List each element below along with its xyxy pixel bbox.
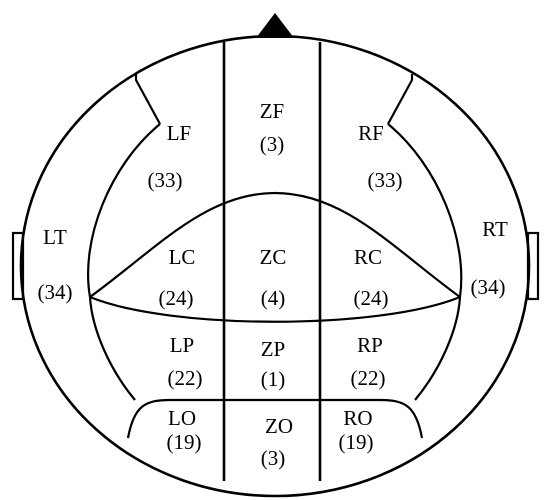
region-label-rp: RP xyxy=(357,333,383,357)
right-parietal-side-boundary xyxy=(414,296,462,401)
region-label-lc: LC xyxy=(169,245,196,269)
left-parietal-side-boundary xyxy=(88,296,136,401)
region-count-zc: (4) xyxy=(261,286,286,310)
region-count-lo: (19) xyxy=(167,430,202,454)
region-count-rt: (34) xyxy=(471,275,506,299)
right-temporal-boundary xyxy=(387,123,463,298)
region-count-lc: (24) xyxy=(159,286,194,310)
nose-marker xyxy=(256,13,294,38)
region-count-lt: (34) xyxy=(38,280,73,304)
left-frontal-boundary xyxy=(134,74,161,125)
region-count-rp: (22) xyxy=(351,366,386,390)
region-label-ro: RO xyxy=(343,406,372,430)
region-count-rf: (33) xyxy=(368,168,403,192)
central-parietal-boundary xyxy=(89,295,461,323)
region-count-zo: (3) xyxy=(261,446,286,470)
region-label-rc: RC xyxy=(354,245,382,269)
region-label-zo: ZO xyxy=(265,414,293,438)
region-label-lf: LF xyxy=(167,121,192,145)
region-count-ro: (19) xyxy=(339,430,374,454)
region-count-rc: (24) xyxy=(354,286,389,310)
right-ear xyxy=(526,231,540,301)
left-ear xyxy=(11,231,25,301)
region-label-lp: LP xyxy=(170,333,195,357)
region-label-zc: ZC xyxy=(260,245,287,269)
region-label-rf: RF xyxy=(358,121,384,145)
region-count-lf: (33) xyxy=(148,168,183,192)
region-label-zp: ZP xyxy=(261,337,286,361)
region-count-zp: (1) xyxy=(261,367,286,391)
region-label-rt: RT xyxy=(482,217,508,241)
region-count-zf: (3) xyxy=(260,132,285,156)
central-dome-boundary xyxy=(89,191,461,298)
region-label-lt: LT xyxy=(43,225,67,249)
occipital-boundary xyxy=(126,398,424,439)
right-frontal-boundary xyxy=(387,74,414,125)
region-label-lo: LO xyxy=(168,406,196,430)
region-count-lp: (22) xyxy=(168,366,203,390)
left-temporal-boundary xyxy=(86,123,161,298)
region-label-zf: ZF xyxy=(260,99,285,123)
